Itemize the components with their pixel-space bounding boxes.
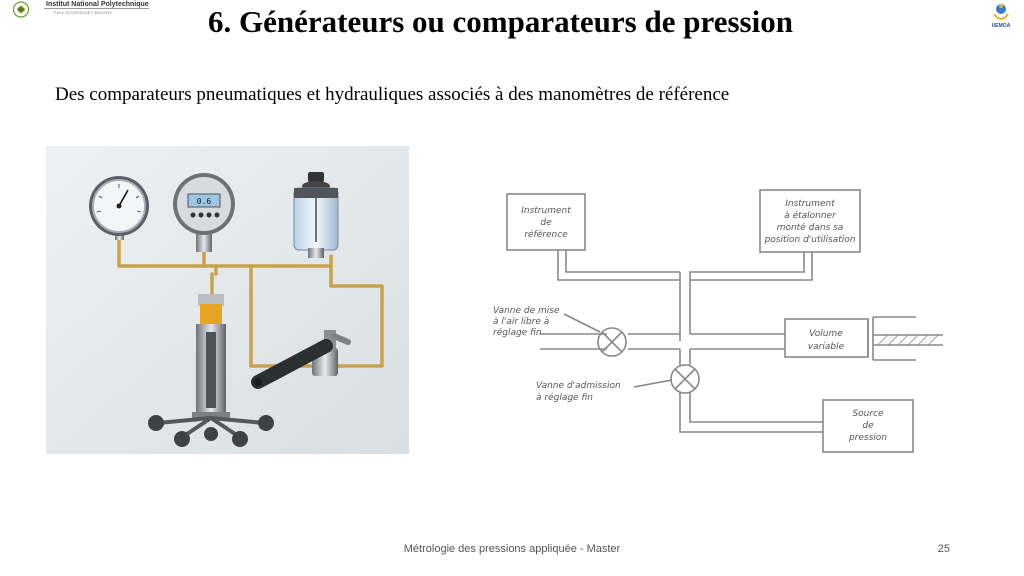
vent-valve-line-3: réglage fin (493, 327, 542, 338)
tripod-base (156, 416, 266, 438)
pressure-source-line-3: pression (848, 433, 887, 443)
inlet-valve-line-2: à réglage fin (536, 392, 593, 403)
dut-instrument-line-2: à étalonner (784, 210, 837, 221)
hand-pump (251, 330, 351, 389)
pressure-source-line-1: Source (852, 409, 884, 419)
institution-name: Institut National Polytechnique (46, 1, 149, 8)
dut-instrument-line-3: monté dans sa (777, 222, 844, 233)
vent-valve-line-1: Vanne de mise (493, 306, 560, 316)
institution-logo: Institut National Polytechnique Félix HO… (6, 0, 156, 22)
pressure-source-box (822, 399, 914, 453)
institution-subname: Félix HOUPHOUËT-BOIGNY (54, 10, 113, 15)
digital-gauge: 0.6 (173, 173, 235, 252)
partner-logo-label: UEMOA (991, 23, 1011, 29)
institution-emblem-icon (12, 1, 30, 18)
ref-instrument-line-3: référence (524, 229, 568, 240)
ref-instrument-line-2: de (540, 218, 552, 228)
logo-rule (44, 8, 149, 9)
pressure-source-line-2: de (862, 421, 874, 431)
vent-valve-line-2: à l'air libre à (493, 317, 549, 327)
analog-gauge (89, 176, 149, 240)
partner-emblem-icon (993, 4, 1009, 20)
dut-instrument-line-1: Instrument (785, 199, 835, 209)
ref-instrument-line-1: Instrument (521, 206, 571, 216)
inlet-valve-symbol (670, 364, 700, 394)
pressure-comparator-illustration: 0.6 (46, 146, 409, 454)
slide-footer: Métrologie des pressions appliquée - Mas… (403, 543, 621, 555)
vent-valve-symbol (597, 327, 627, 357)
reference-instrument-box (506, 193, 586, 251)
variable-volume-line-1: Volume (809, 329, 843, 339)
gauge-display: 0.6 (197, 197, 212, 206)
piston-column (192, 294, 230, 420)
dut-instrument-line-4: position d'utilisation (764, 235, 856, 245)
instrument-under-test-box (759, 189, 861, 253)
inlet-valve-line-1: Vanne d'admission (536, 381, 621, 391)
slide-title: 6. Générateurs ou comparateurs de pressi… (208, 4, 793, 39)
comparator-schematic-diagram: Instrument de référence Instrument à éta… (488, 186, 948, 456)
variable-volume-line-2: variable (808, 342, 845, 352)
oil-reservoir (293, 172, 339, 258)
page-number: 25 (937, 543, 950, 555)
partner-logo: UEMOA (986, 0, 1016, 32)
slide-subtitle: Des comparateurs pneumatiques et hydraul… (55, 84, 730, 105)
